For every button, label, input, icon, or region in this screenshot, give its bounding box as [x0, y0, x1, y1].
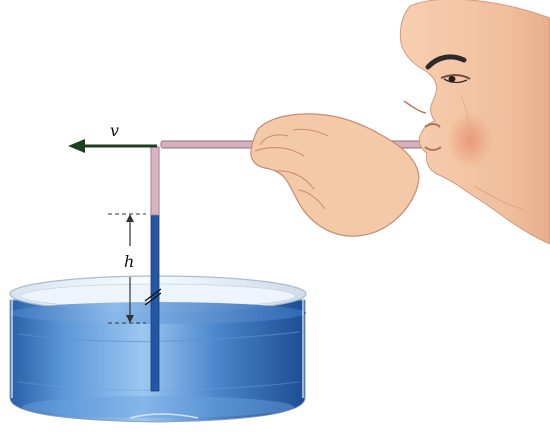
velocity-label: v — [110, 121, 119, 140]
face-illustration — [400, 0, 550, 244]
height-label: h — [124, 252, 134, 271]
hand-illustration — [251, 114, 419, 236]
velocity-arrow — [68, 139, 157, 153]
